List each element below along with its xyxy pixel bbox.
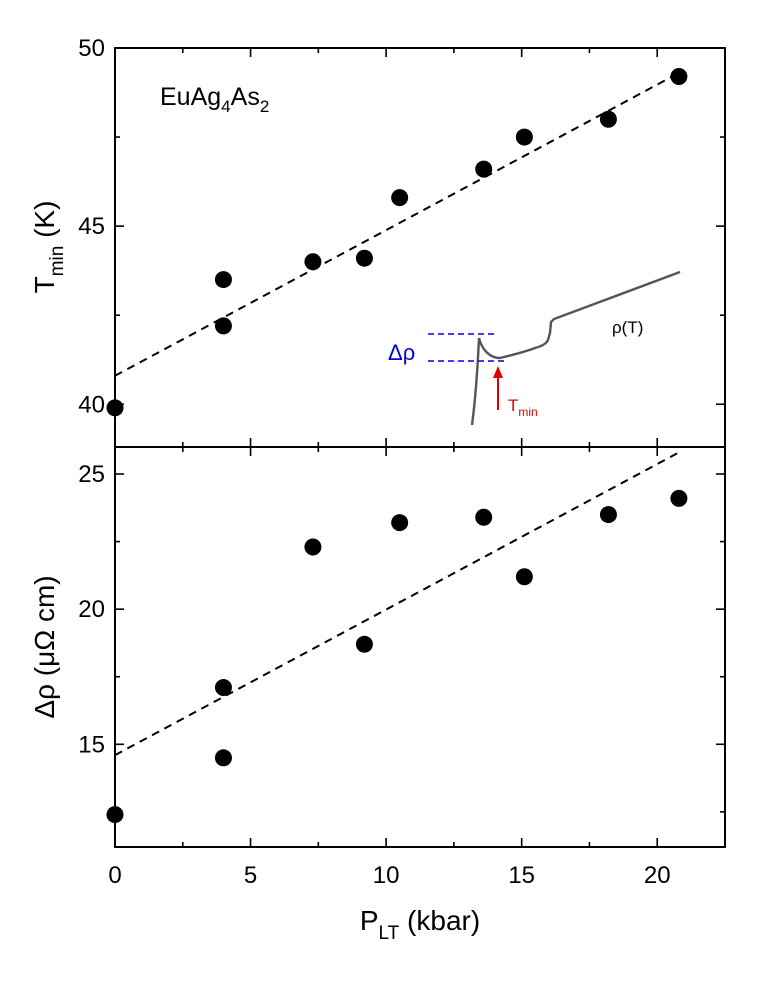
top-data-point bbox=[599, 110, 617, 128]
bottom-y-axis-title: Δρ (μΩ cm) bbox=[29, 575, 60, 718]
compound-label: EuAg4As2 bbox=[160, 83, 269, 116]
top-data-point bbox=[670, 68, 688, 85]
rho-t-label: ρ(T) bbox=[612, 318, 643, 337]
top-data-point bbox=[391, 189, 409, 207]
bottom-data-point bbox=[670, 489, 688, 507]
bottom-panel-ticks: 15 20 25 0 5 10 15 20 bbox=[78, 447, 726, 889]
bottom-data-point bbox=[214, 749, 232, 767]
top-panel-ticks: 40 45 50 bbox=[78, 35, 726, 447]
top-fit-line bbox=[114, 72, 680, 377]
bottom-y-tick-label: 15 bbox=[78, 731, 105, 758]
x-tick-label: 10 bbox=[373, 862, 400, 889]
top-data-point bbox=[475, 160, 493, 178]
tmin-arrow-head bbox=[493, 366, 503, 378]
bottom-data-point bbox=[355, 635, 373, 653]
bottom-y-tick-label: 25 bbox=[78, 461, 105, 488]
bottom-data-point bbox=[515, 568, 533, 586]
top-data-point bbox=[355, 249, 373, 267]
top-data-point bbox=[214, 271, 232, 289]
tmin-label: Tmin bbox=[508, 396, 538, 419]
bottom-data-point bbox=[599, 506, 617, 524]
top-data-point bbox=[106, 399, 124, 417]
delta-rho-label: Δρ bbox=[388, 340, 415, 365]
bottom-y-tick-label: 20 bbox=[78, 596, 105, 623]
top-data-point bbox=[214, 317, 232, 335]
bottom-data-point bbox=[304, 538, 322, 556]
bottom-data-point bbox=[214, 679, 232, 697]
top-y-tick-label: 45 bbox=[78, 213, 105, 240]
top-data-point bbox=[515, 128, 533, 146]
x-axis-title: PLT (kbar) bbox=[360, 905, 480, 944]
top-data-points bbox=[106, 68, 688, 417]
bottom-panel-frame bbox=[114, 446, 726, 848]
x-tick-label: 5 bbox=[244, 862, 257, 889]
x-tick-label: 20 bbox=[644, 862, 671, 889]
bottom-data-point bbox=[475, 508, 493, 526]
top-y-tick-label: 40 bbox=[78, 391, 105, 418]
bottom-data-points bbox=[106, 489, 688, 824]
inset-rho-curve bbox=[470, 270, 681, 426]
top-y-axis-title: Tmin (K) bbox=[29, 201, 68, 294]
bottom-data-point bbox=[106, 806, 124, 824]
bottom-data-point bbox=[391, 514, 409, 532]
top-y-tick-label: 50 bbox=[78, 35, 105, 62]
x-tick-label: 15 bbox=[508, 862, 535, 889]
top-data-point bbox=[304, 253, 322, 271]
inset-schematic: Δρ ρ(T) Tmin bbox=[388, 270, 681, 426]
bottom-fit-line bbox=[114, 451, 680, 756]
x-tick-label: 0 bbox=[108, 862, 121, 889]
